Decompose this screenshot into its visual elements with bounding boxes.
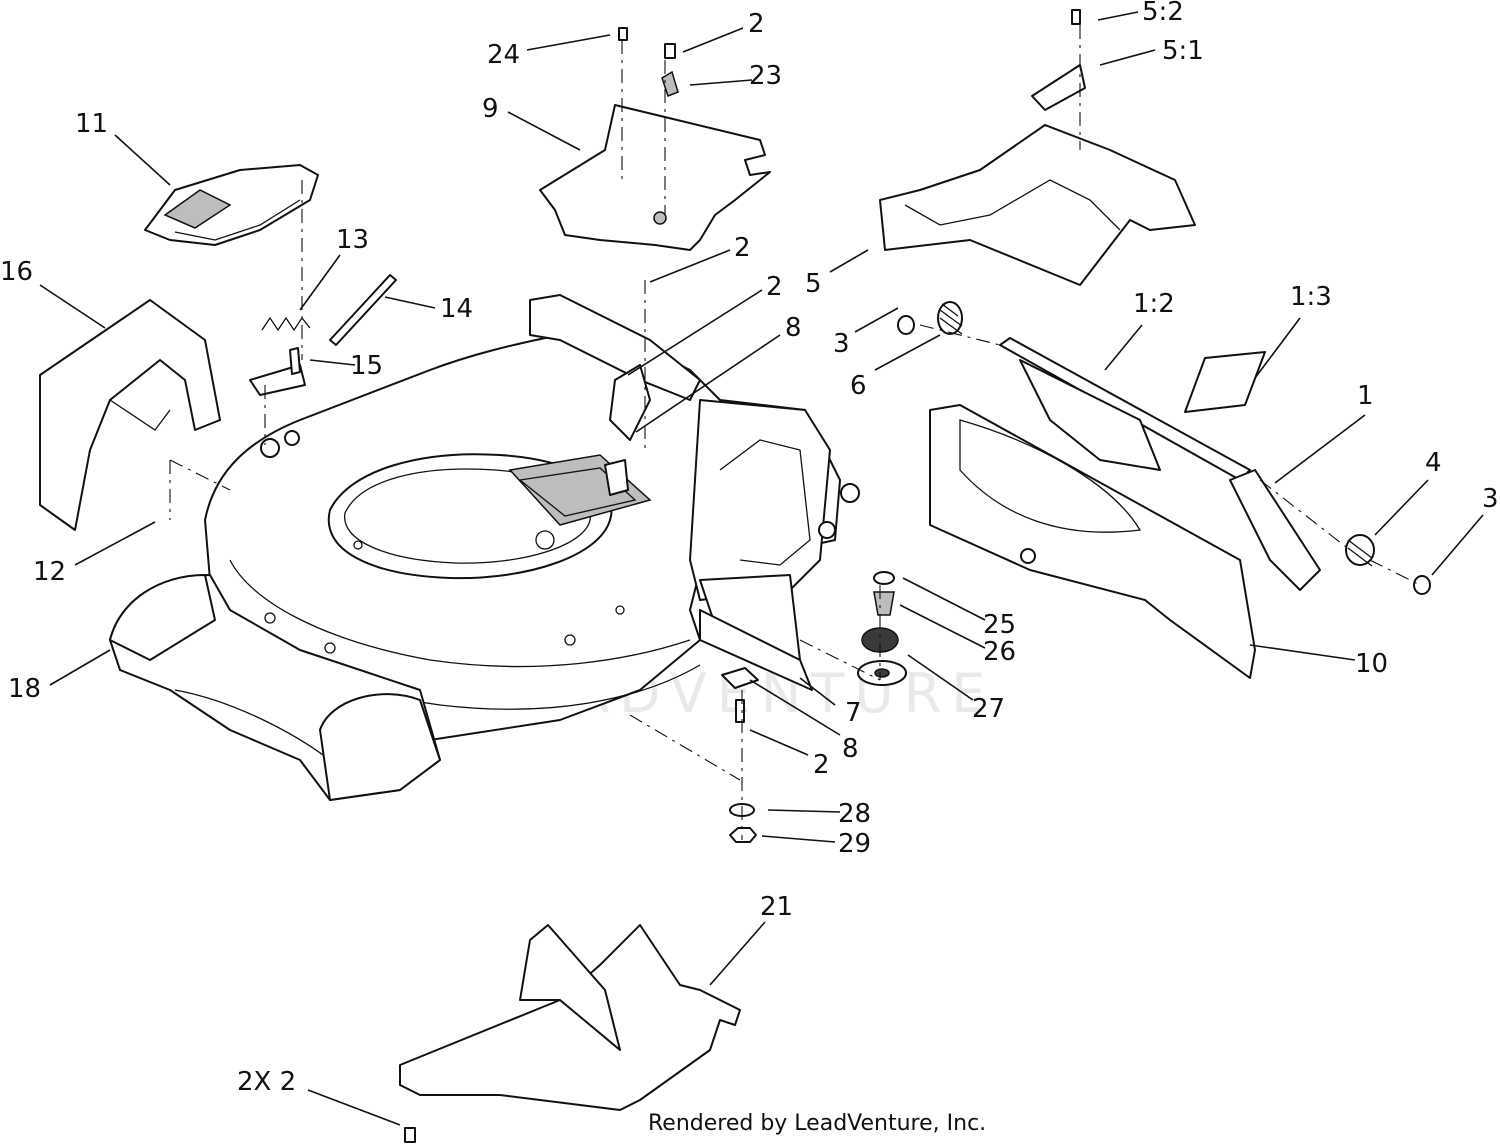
deflector-part-10 bbox=[929, 404, 1256, 679]
callout-3-right: 3 bbox=[1482, 484, 1499, 514]
callout-2-deck: 2 bbox=[766, 272, 783, 302]
callout-15: 15 bbox=[350, 351, 383, 381]
callout-14: 14 bbox=[440, 294, 473, 324]
chute-plate-part-7 bbox=[699, 609, 813, 691]
callout-7: 7 bbox=[845, 698, 862, 728]
callout-5-2: 5:2 bbox=[1142, 0, 1184, 27]
leader-lines bbox=[39, 11, 1484, 1126]
callout-2x2: 2X 2 bbox=[237, 1067, 296, 1097]
spring-part-13 bbox=[261, 316, 311, 332]
callout-5: 5 bbox=[805, 269, 822, 299]
callout-23: 23 bbox=[749, 61, 782, 91]
callout-25: 25 bbox=[983, 610, 1016, 640]
callout-8-upper: 8 bbox=[785, 313, 802, 343]
callout-2-top: 2 bbox=[748, 9, 765, 39]
callout-2-plate: 2 bbox=[734, 233, 751, 263]
door-arm-part-1 bbox=[1229, 469, 1321, 591]
callout-16: 16 bbox=[0, 257, 33, 287]
callout-1: 1 bbox=[1357, 381, 1374, 411]
callout-2-lower: 2 bbox=[813, 750, 830, 780]
assembly-axis-lines bbox=[169, 25, 1421, 840]
callout-26: 26 bbox=[983, 637, 1016, 667]
callout-28: 28 bbox=[838, 799, 871, 829]
clip-part-8-lower bbox=[721, 667, 759, 723]
callout-6: 6 bbox=[850, 371, 867, 401]
mower-deck-housing bbox=[109, 294, 860, 801]
callout-9: 9 bbox=[482, 94, 499, 124]
callout-5-1: 5:1 bbox=[1162, 36, 1204, 66]
door-rod-part-1-2 bbox=[999, 337, 1251, 481]
rod-part-14 bbox=[329, 274, 397, 346]
side-discharge-cover-part-5 bbox=[879, 9, 1196, 286]
callout-8-lower: 8 bbox=[842, 734, 859, 764]
rear-flap-part-16 bbox=[39, 299, 221, 531]
render-credit: Rendered by LeadVenture, Inc. bbox=[648, 1111, 986, 1136]
nut-part-29 bbox=[729, 827, 757, 843]
torsion-spring-part-4 bbox=[1345, 534, 1375, 567]
washer-part-3-left bbox=[897, 315, 915, 335]
bracket-part-15 bbox=[249, 347, 306, 396]
bottom-shield-part-21 bbox=[399, 924, 741, 1143]
rear-cover-part-11 bbox=[144, 164, 319, 246]
height-adjust-parts bbox=[857, 571, 907, 686]
callout-4: 4 bbox=[1425, 448, 1442, 478]
washer-part-3-right bbox=[1413, 575, 1431, 595]
callout-1-2: 1:2 bbox=[1133, 289, 1175, 319]
callout-27: 27 bbox=[972, 694, 1005, 724]
callout-11: 11 bbox=[75, 109, 108, 139]
callout-21: 21 bbox=[760, 892, 793, 922]
callout-3-left: 3 bbox=[833, 329, 850, 359]
callout-29: 29 bbox=[838, 829, 871, 859]
callout-1-3: 1:3 bbox=[1290, 282, 1332, 312]
callout-10: 10 bbox=[1355, 649, 1388, 679]
torsion-spring-part-6 bbox=[937, 301, 963, 335]
callout-13: 13 bbox=[336, 225, 369, 255]
callout-12: 12 bbox=[33, 557, 66, 587]
callout-labels: 24 2 23 9 2 11 13 14 15 16 12 18 2 8 8 2… bbox=[0, 0, 1499, 1097]
top-plate-part-9 bbox=[539, 27, 771, 251]
callout-18: 18 bbox=[8, 674, 41, 704]
decal-part-1-3 bbox=[1184, 351, 1266, 413]
callout-24: 24 bbox=[487, 40, 520, 70]
